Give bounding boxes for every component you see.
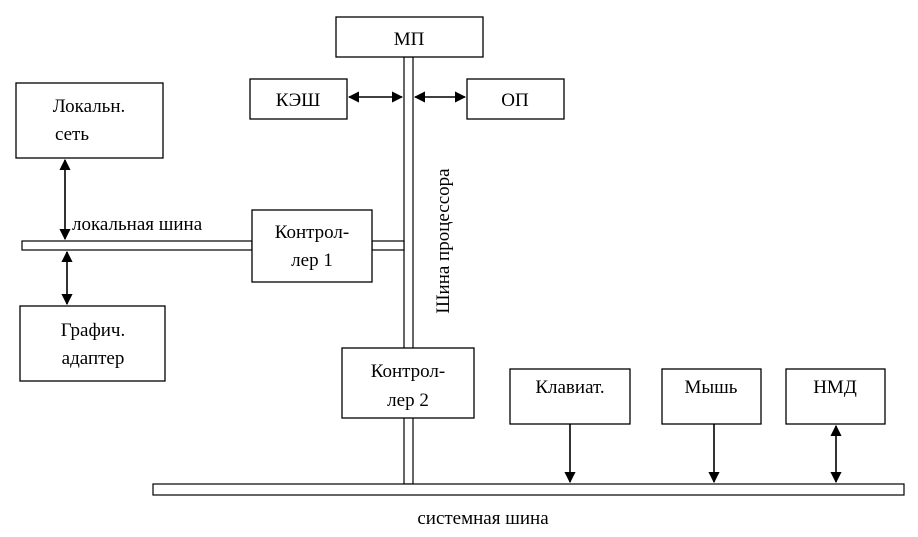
mouse-label: Мышь xyxy=(685,377,738,398)
system-bus-label: системная шина xyxy=(417,508,549,529)
controller-1-label-line2: лер 1 xyxy=(291,250,333,271)
hdd-label: НМД xyxy=(813,377,857,398)
keyboard-block xyxy=(509,368,631,425)
processor-bus xyxy=(403,56,414,485)
graphics-adapter-label-line2: адаптер xyxy=(62,348,125,369)
controller-2-label-line1: Контрол- xyxy=(371,361,446,382)
mouse-block xyxy=(661,368,762,425)
lan-block xyxy=(15,82,164,159)
mp-block xyxy=(335,16,484,58)
controller-2-block xyxy=(341,347,475,419)
keyboard-label: Клавиат. xyxy=(535,377,604,398)
controller-1-block xyxy=(251,209,373,283)
graphics-adapter-block xyxy=(19,305,166,382)
cache-label: КЭШ xyxy=(276,90,321,111)
ram-block xyxy=(466,78,565,120)
hdd-block xyxy=(785,368,886,425)
system-bus xyxy=(152,483,905,496)
ram-label: ОП xyxy=(501,90,529,111)
mp-label: МП xyxy=(394,29,425,50)
graphics-adapter-label-line1: Графич. xyxy=(61,320,126,341)
processor-bus-label: Шина процессора xyxy=(433,168,454,314)
local-bus-label: локальная шина xyxy=(72,214,203,235)
cache-block xyxy=(249,78,348,120)
lan-label-line1: Локальн. xyxy=(53,96,126,117)
lan-label-line2: сеть xyxy=(55,124,89,145)
controller-1-label-line1: Контрол- xyxy=(275,222,350,243)
controller-2-label-line2: лер 2 xyxy=(387,390,429,411)
local-bus-controller-link xyxy=(371,240,405,251)
local-bus xyxy=(21,240,253,251)
